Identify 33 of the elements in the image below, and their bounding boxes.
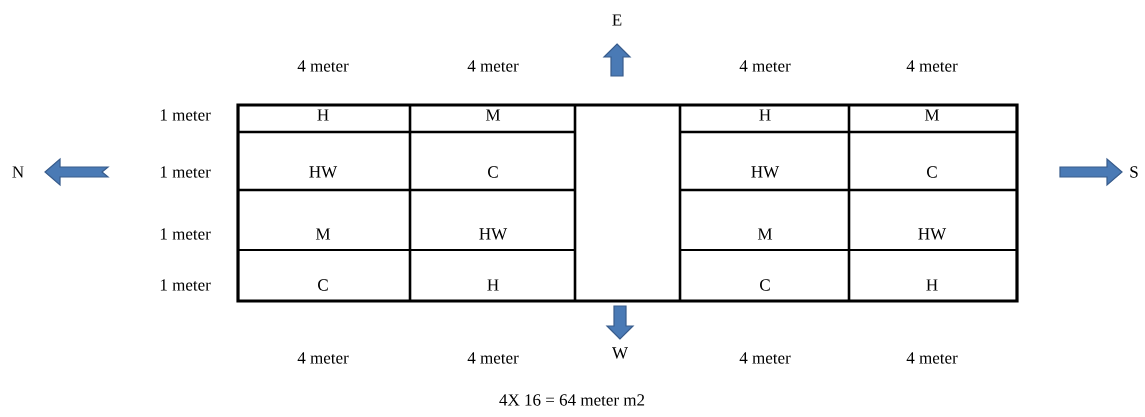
plot-code: M (485, 109, 501, 121)
plot-code: C (318, 279, 328, 291)
plot-code: M (315, 228, 331, 240)
dimension-label: 4 meter (739, 352, 791, 364)
caption: 4X 16 = 64 meter m2 (499, 394, 645, 406)
dimension-label: 1 meter (160, 279, 211, 291)
compass-letter: S (1130, 166, 1138, 178)
plot-code: HW (751, 166, 780, 178)
plot-code: C (760, 279, 770, 291)
plot-code: H (926, 279, 938, 291)
plot-code: HW (309, 166, 338, 178)
dimension-label: 4 meter (467, 60, 519, 72)
dimension-label: 4 meter (467, 352, 519, 364)
plot-code: H (759, 109, 771, 121)
plot-code: H (487, 279, 499, 291)
dimension-label: 4 meter (906, 352, 958, 364)
dimension-label: 4 meter (739, 60, 791, 72)
dimension-label: 4 meter (297, 60, 349, 72)
plot-code: M (757, 228, 773, 240)
dimension-label: 4 meter (297, 352, 349, 364)
plot-code: C (488, 166, 498, 178)
dimension-label: 4 meter (906, 60, 958, 72)
compass-letter: W (612, 347, 628, 359)
plot-code: HW (479, 228, 508, 240)
plot-code: M (924, 109, 940, 121)
plot-code: C (927, 166, 937, 178)
compass-letter: E (612, 14, 622, 26)
plot-code: HW (918, 228, 947, 240)
plot-code: H (317, 109, 329, 121)
dimension-label: 1 meter (160, 228, 211, 240)
compass-letter: N (12, 166, 24, 178)
dimension-label: 1 meter (160, 109, 211, 121)
dimension-label: 1 meter (160, 166, 211, 178)
